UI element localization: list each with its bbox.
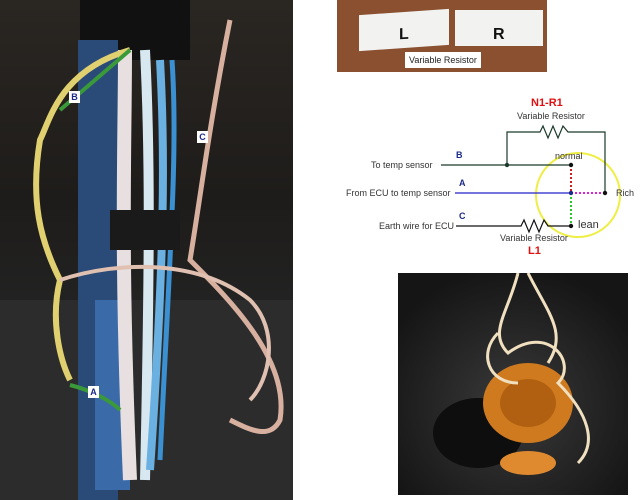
- wire-c-letter: C: [459, 211, 466, 221]
- bottom-resistor-label: Variable Resistor: [500, 233, 568, 243]
- wire-c: [456, 218, 571, 234]
- top-resistor-name: N1-R1: [531, 97, 563, 109]
- junction-dot: [504, 162, 510, 168]
- resistor-r: R: [455, 10, 543, 46]
- wire-b-letter: B: [456, 150, 463, 160]
- lean-dot: [568, 223, 574, 229]
- potentiometer-art: [433, 273, 590, 475]
- normal-label: normal: [555, 151, 583, 161]
- potentiometer-photo: [398, 273, 628, 495]
- rich-dot: [602, 190, 608, 196]
- highlight-circle: [535, 152, 621, 238]
- rich-label: Rich: [616, 188, 635, 198]
- center-dot: [568, 190, 574, 196]
- wire-label-b: B: [69, 91, 80, 103]
- wire-label-c: C: [197, 131, 208, 143]
- wire-label-a: A: [88, 386, 99, 398]
- wire-a-letter: A: [459, 178, 466, 188]
- wire-b-label: To temp sensor: [371, 160, 433, 170]
- bottom-resistor-name: L1: [528, 245, 541, 257]
- top-resistor-label: Variable Resistor: [517, 111, 585, 121]
- wire-a-label: From ECU to temp sensor: [346, 188, 451, 198]
- resistor-r-letter: R: [493, 26, 505, 43]
- wiring-photo-art: [0, 0, 293, 500]
- wiring-photo: B C A: [0, 0, 293, 500]
- normal-dot: [568, 162, 574, 168]
- variable-resistor-caption: Variable Resistor: [405, 52, 481, 68]
- top-resistor-wire: [506, 124, 606, 193]
- lean-label: lean: [578, 219, 599, 231]
- wire-c-label: Earth wire for ECU: [379, 221, 455, 231]
- variable-resistor-photo: L R Variable Resistor: [337, 0, 547, 72]
